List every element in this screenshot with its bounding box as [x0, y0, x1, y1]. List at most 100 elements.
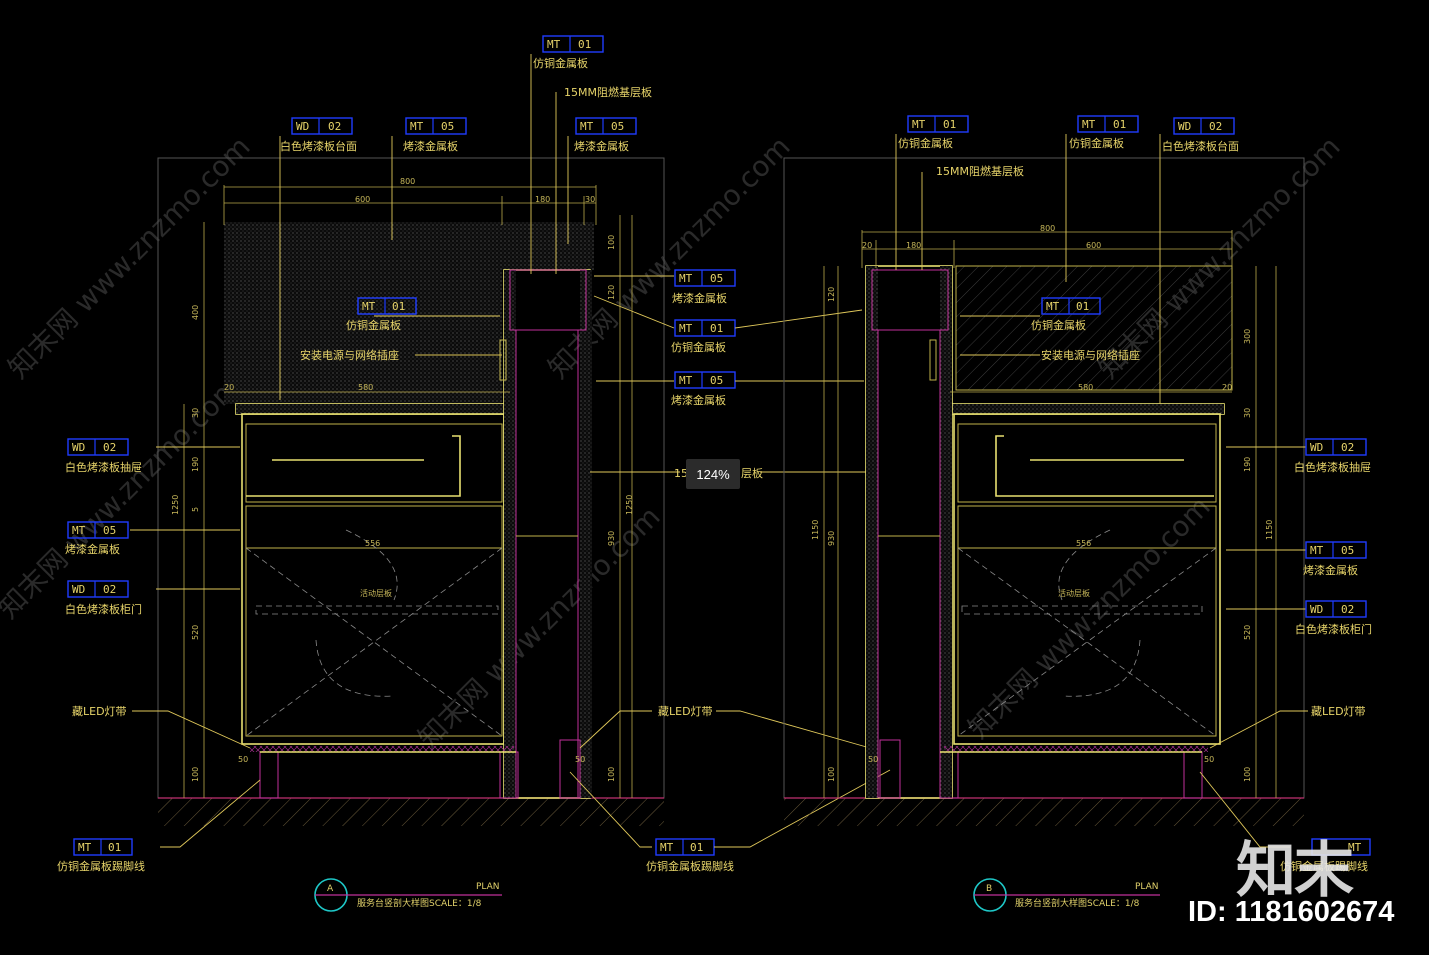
tag-num: 01	[1113, 118, 1126, 131]
title-block-a: A PLAN 服务台竖剖大样图SCALE：1/8	[314, 878, 502, 912]
note-15mm-partial: 15	[674, 467, 688, 480]
tag-a-wd02-door: WD 02 白色烤漆板柜门	[65, 580, 142, 616]
tag-code: MT	[580, 120, 594, 133]
tag-code: MT	[679, 374, 693, 387]
tag-a-wd02-top: WD 02 白色烤漆板台面	[280, 117, 357, 153]
tag-num: 02	[103, 441, 116, 454]
dim-label: 100	[191, 767, 200, 782]
tag-code: MT	[1348, 841, 1362, 854]
dim-label: 100	[827, 767, 836, 782]
title-block-b: B PLAN 服务台竖剖大样图SCALE：1/8	[973, 878, 1160, 912]
tag-code: MT	[410, 120, 424, 133]
note-15mm-partial-tail: 层板	[741, 466, 763, 480]
tag-b-mt05-right: MT 05 烤漆金属板	[1303, 541, 1367, 577]
dim-label: 120	[827, 287, 836, 302]
dim-label: 400	[191, 305, 200, 320]
dim-label: 1250	[625, 495, 634, 515]
dim-label: 1150	[811, 520, 820, 540]
title-caption: 服务台竖剖大样图SCALE：1/8	[357, 897, 482, 909]
tag-num: 02	[1209, 120, 1222, 133]
dim-label: 100	[1243, 767, 1252, 782]
tag-code: MT	[72, 524, 86, 537]
tag-num: 01	[108, 841, 121, 854]
wall-panel-dotted	[224, 222, 502, 404]
tag-num: 01	[1076, 300, 1089, 313]
tag-a-mt01-mid: MT 01 仿铜金属板	[346, 297, 417, 332]
title-caption: 服务台竖剖大样图SCALE：1/8	[1015, 897, 1140, 909]
shelf-label: 活动层板	[1058, 588, 1090, 598]
section-b: 800 20 180 600 120 300 580 20 30 190 115…	[783, 134, 1308, 848]
tag-label: 白色烤漆板柜门	[1295, 622, 1372, 636]
tag-code: WD	[296, 120, 309, 133]
tag-code: MT	[78, 841, 92, 854]
tag-code: MT	[660, 841, 674, 854]
dim-label: 520	[1243, 625, 1252, 640]
tag-num: 05	[611, 120, 624, 133]
tag-a-mt01-foot: MT 01 仿铜金属板踢脚线	[57, 838, 145, 873]
section-a: 800 600 180 30 100 120 400 20 580 30 190…	[130, 54, 680, 848]
note-led-center: 藏LED灯带	[658, 705, 713, 718]
dim-label: 580	[1078, 383, 1093, 392]
dim-label: 580	[358, 383, 373, 392]
tag-label: 仿铜金属板	[1031, 318, 1086, 332]
tag-code: MT	[1310, 544, 1324, 557]
column-section	[865, 265, 953, 799]
tag-c-mt01: MT 01 仿铜金属板	[671, 319, 736, 354]
note-socket: 安装电源与网络插座	[300, 348, 399, 362]
tag-a-mt05-left: MT 05 烤漆金属板	[65, 521, 129, 556]
dim-label: 800	[400, 177, 415, 186]
tag-label: 烤漆金属板	[65, 542, 120, 556]
tag-label: 白色烤漆板柜门	[65, 602, 142, 616]
dim-label: 1150	[1265, 520, 1274, 540]
tag-code: MT	[362, 300, 376, 313]
tag-c-mt05-b: MT 05 烤漆金属板	[671, 371, 736, 407]
tag-code: MT	[679, 272, 693, 285]
shelf-label: 活动层板	[360, 588, 392, 598]
watermark: 知末网 www.znzmo.com	[2, 130, 257, 385]
tag-b-mt01-top2: MT 01 仿铜金属板	[1069, 115, 1139, 150]
dim-label: 556	[1076, 539, 1091, 548]
tag-num: 02	[1341, 441, 1354, 454]
tag-label: 烤漆金属板	[671, 393, 726, 407]
tag-b-mt01-foot: MT 仿铜金属板踢脚线	[1280, 838, 1371, 873]
dim-label: 30	[1243, 408, 1252, 418]
tag-label: 烤漆金属板	[1303, 563, 1358, 577]
title-mark: A	[327, 884, 334, 894]
wall-panel-dotted-top	[502, 222, 594, 270]
tag-label: 烤漆金属板	[403, 139, 458, 153]
tag-code: MT	[679, 322, 693, 335]
dim-label: 600	[1086, 241, 1101, 250]
image-id-label: ID: 1181602674	[1188, 896, 1395, 928]
tag-num: 05	[710, 272, 723, 285]
tag-a-top-mt01: MT 01 仿铜金属板	[533, 35, 604, 70]
tag-num: 02	[1341, 603, 1354, 616]
dim-label: 100	[607, 235, 616, 250]
tag-num: 05	[103, 524, 116, 537]
tag-code: MT	[1082, 118, 1096, 131]
dim-label: 120	[607, 285, 616, 300]
dim-label: 800	[1040, 224, 1055, 233]
tag-code: WD	[72, 441, 85, 454]
floor-hatch	[158, 798, 664, 826]
tag-a-wd02-drawer: WD 02 白色烤漆板抽屉	[65, 438, 142, 474]
tag-a-mt05-top2: MT 05 烤漆金属板	[574, 117, 637, 153]
brand-logo: 知末	[1236, 836, 1354, 906]
dim-label: 50	[1204, 755, 1214, 764]
tag-num: 05	[441, 120, 454, 133]
tag-b-wd02-drawer: WD 02 白色烤漆板抽屉	[1294, 438, 1371, 474]
dim-label: 600	[355, 195, 370, 204]
tag-code: MT	[1046, 300, 1060, 313]
watermark-layer: 知末网 www.znzmo.com 知末网 www.znzmo.com 知末网 …	[0, 130, 1347, 755]
dim-label: 100	[607, 767, 616, 782]
tag-b-mt01-top: MT 01 仿铜金属板	[898, 115, 969, 150]
dim-label: 50	[575, 755, 585, 764]
tag-label: 白色烤漆板台面	[280, 139, 357, 153]
cabinet-body	[953, 413, 1221, 745]
tag-label: 仿铜金属板	[346, 318, 401, 332]
floor-hatch	[784, 798, 1304, 826]
dim-label: 50	[868, 755, 878, 764]
tag-num: 05	[1341, 544, 1354, 557]
tag-code: WD	[1178, 120, 1191, 133]
tag-a-mt05-top: MT 05 烤漆金属板	[403, 117, 467, 153]
tag-code: WD	[1310, 603, 1323, 616]
